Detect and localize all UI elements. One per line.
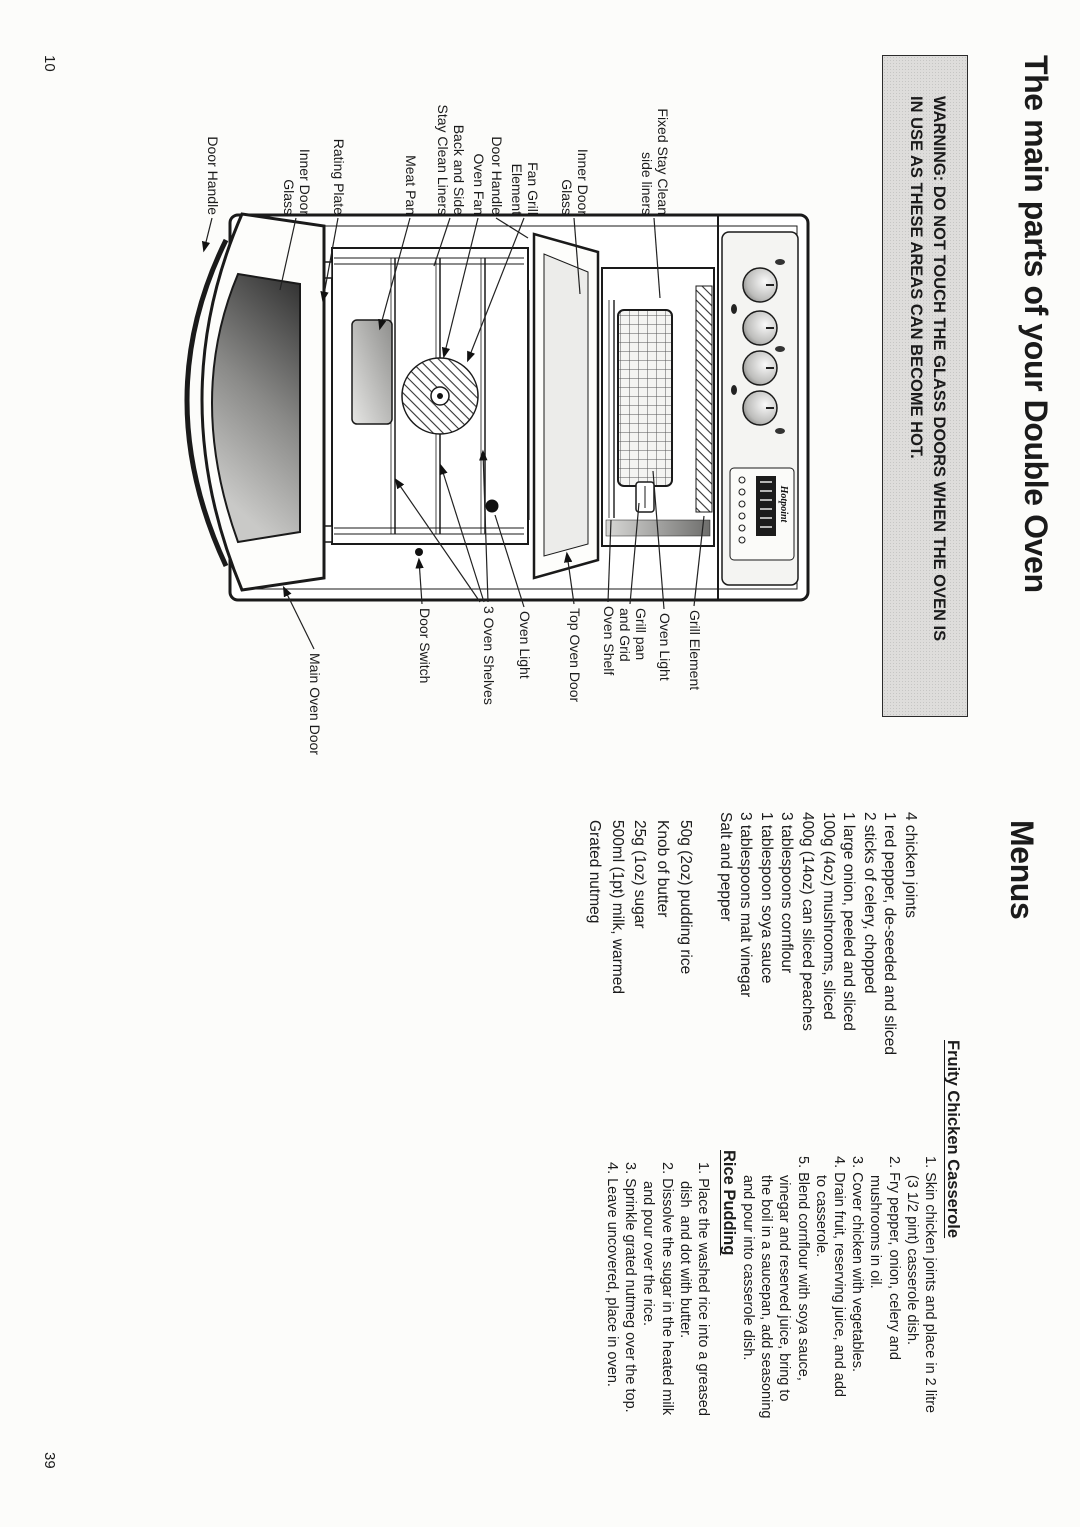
control-panel: Hotpoint bbox=[717, 215, 799, 600]
brand-logo: Hotpoint bbox=[778, 485, 789, 524]
diagram-label: Grill Element bbox=[687, 610, 703, 691]
top-oven-door bbox=[524, 232, 600, 580]
diagram-label: Oven Light bbox=[517, 611, 533, 679]
diagram-label: 3 Oven Shelves bbox=[481, 606, 497, 705]
inner-door-glass bbox=[211, 272, 301, 544]
door-switch bbox=[415, 548, 423, 556]
diagram-label: Fan Grill Element bbox=[509, 162, 542, 215]
programmer-buttons bbox=[738, 476, 746, 544]
diagram-label: Door Handle bbox=[489, 136, 505, 215]
diagram-label: Door Switch bbox=[417, 608, 433, 684]
leader-lines bbox=[201, 217, 705, 650]
control-knobs bbox=[731, 259, 785, 434]
meat-pan bbox=[351, 319, 393, 425]
indicator-light bbox=[731, 385, 737, 395]
main-oven bbox=[184, 212, 529, 592]
diagram-label: Inner Door Glass bbox=[559, 148, 592, 215]
top-oven bbox=[524, 232, 715, 580]
diagram-label: Door Handle bbox=[205, 136, 221, 215]
diagram-label: Rating Plate bbox=[331, 138, 347, 215]
diagram-label: Inner Door Glass bbox=[281, 148, 314, 215]
main-oven-door bbox=[184, 212, 326, 592]
diagram-label: Back and Side Stay Clean Liners bbox=[435, 104, 468, 215]
oven-programmer: Hotpoint bbox=[729, 467, 795, 561]
main-oven-light bbox=[485, 499, 499, 513]
diagram-label: Main Oven Door bbox=[307, 653, 323, 755]
diagram-label: Oven Shelf bbox=[601, 606, 617, 676]
indicator-light bbox=[731, 304, 737, 314]
diagram-label: Grill pan and Grid bbox=[617, 608, 650, 662]
diagram-label: Top Oven Door bbox=[567, 608, 583, 703]
grill-element bbox=[695, 285, 713, 513]
diagram-label: Fixed Stay Clean side liners bbox=[639, 108, 672, 215]
diagram-label: Oven Light bbox=[657, 613, 673, 681]
grill-pan bbox=[617, 309, 673, 487]
diagram-label: Meat Pan bbox=[403, 155, 419, 215]
main-door-handle bbox=[184, 238, 229, 568]
diagram-label: Oven Fan bbox=[471, 153, 487, 215]
